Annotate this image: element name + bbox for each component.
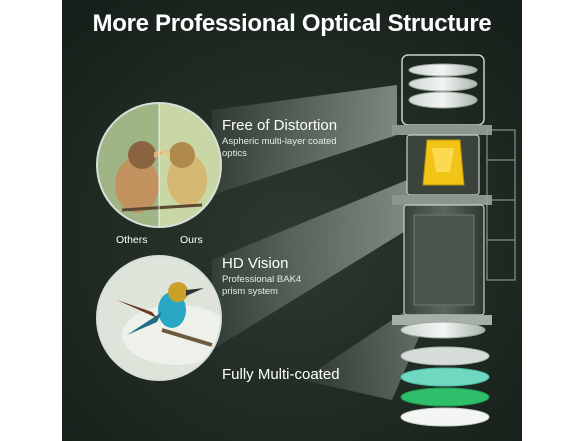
coating-layer-2	[400, 367, 490, 387]
monocular-cutaway	[392, 54, 516, 339]
beam-hd-vision	[212, 180, 407, 350]
feature-hd-vision-description: Professional BAK4 prism system	[222, 274, 302, 297]
feature-coating-title: Fully Multi-coated	[222, 366, 340, 383]
coating-layers	[400, 346, 490, 427]
beam-distortion	[212, 85, 397, 195]
feature-distortion-title: Free of Distortion	[222, 117, 338, 134]
feature-distortion-description: Aspheric multi-layer coated optics	[222, 136, 337, 159]
coating-layer-1	[400, 346, 490, 366]
comparison-ours-label: Ours	[180, 234, 203, 246]
coating-layer-4	[400, 407, 490, 427]
distortion-circle-border	[96, 102, 222, 228]
hd-vision-image	[97, 256, 221, 380]
product-banner: More Professional Optical Structure Free…	[62, 0, 522, 441]
feature-hd-vision-title: HD Vision	[222, 255, 289, 272]
coating-layer-3	[400, 387, 490, 407]
comparison-others-label: Others	[116, 234, 148, 246]
optical-illustration	[62, 0, 522, 441]
banner-title: More Professional Optical Structure	[92, 10, 492, 37]
hd-vision-circle-border	[96, 255, 222, 381]
